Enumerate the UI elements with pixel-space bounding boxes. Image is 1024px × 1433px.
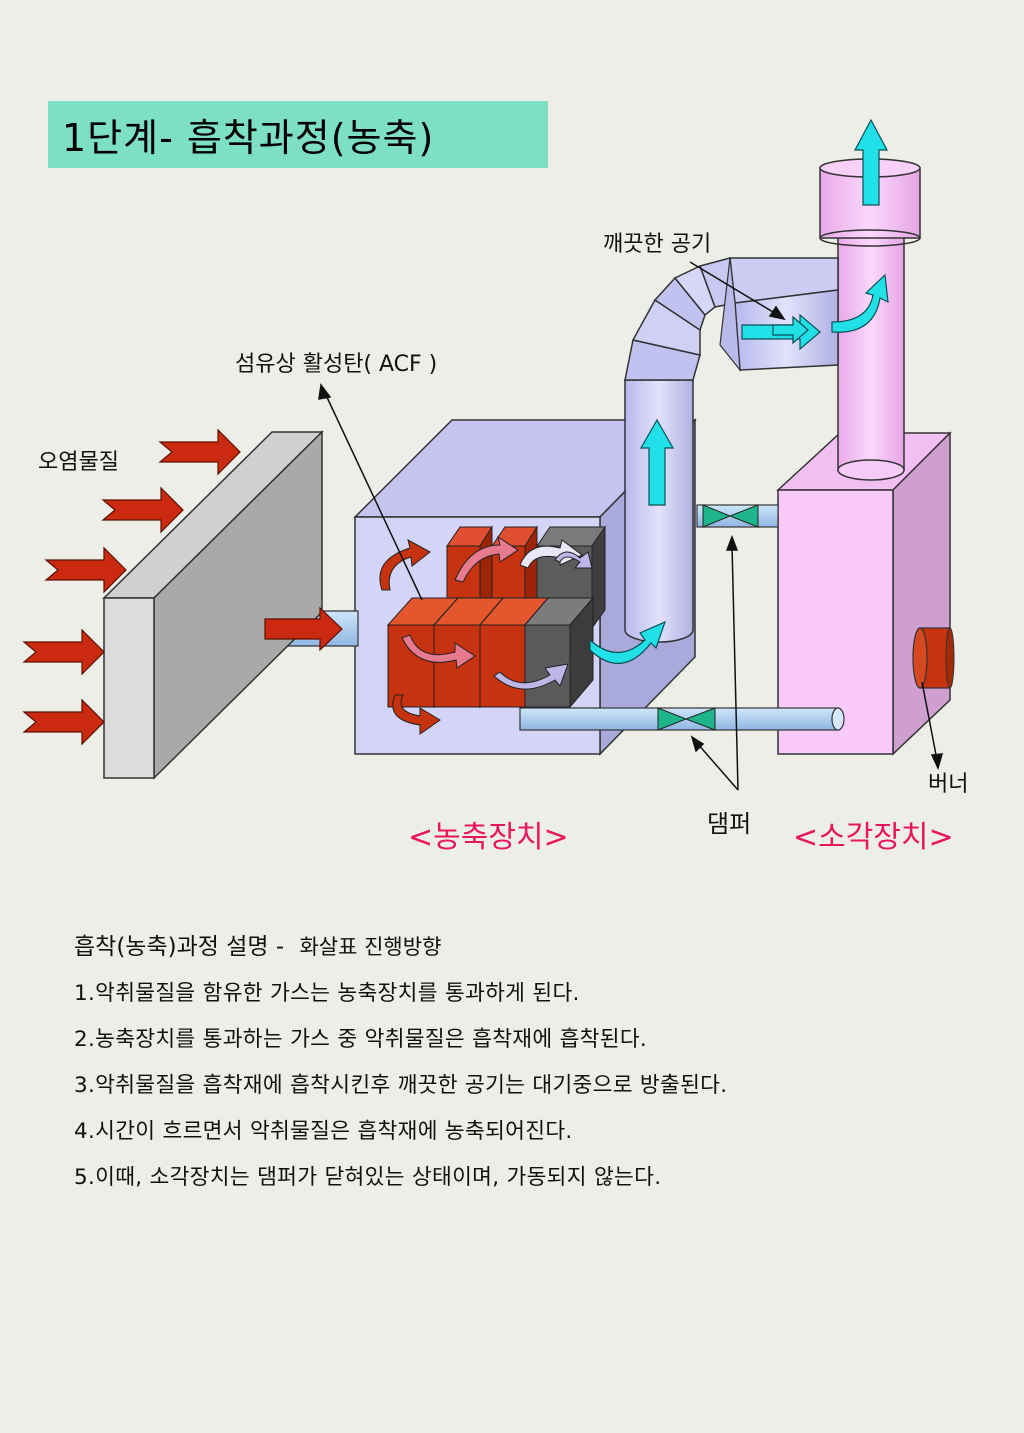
incinerator-label: <소각장치>	[793, 820, 954, 855]
pre-filter-panel	[102, 430, 324, 780]
description-step-4: 4.시간이 흐르면서 악취물질은 흡착재에 농축되어진다.	[74, 1119, 573, 1144]
flow-swirl-arrows	[379, 535, 593, 735]
concentrator-label: <농축장치>	[408, 820, 569, 855]
process-description: 흡착(농축)과정 설명 - 화살표 진행방향 1.악취물질을 함유한 가스는 농…	[74, 928, 974, 1204]
clean-air-label: 깨끗한 공기	[603, 232, 712, 257]
description-step-5: 5.이때, 소각장치는 댐퍼가 닫혀있는 상태이며, 가동되지 않는다.	[74, 1165, 662, 1190]
burner-label: 버너	[928, 772, 969, 797]
exhaust-stack	[819, 158, 921, 481]
lower-damper-pipe	[519, 707, 845, 731]
clean-air-arrows	[589, 118, 889, 664]
burner	[912, 627, 955, 689]
pollutant-arrows	[22, 428, 343, 746]
description-heading-sub: 화살표 진행방향	[299, 935, 442, 959]
diagram-graphic	[22, 118, 955, 791]
description-step-2: 2.농축장치를 통과하는 가스 중 악취물질은 흡착재에 흡착된다.	[74, 1027, 648, 1052]
adsorbent-blocks-front	[386, 596, 595, 709]
description-step-3: 3.악취물질을 흡착재에 흡착시킨후 깨끗한 공기는 대기중으로 방출된다.	[74, 1073, 728, 1098]
description-step-1: 1.악취물질을 함유한 가스는 농축장치를 통과하게 된다.	[74, 981, 580, 1006]
pollutant-label: 오염물질	[38, 450, 119, 475]
page-title: 1단계- 흡착과정(농축)	[48, 101, 548, 168]
description-heading: 흡착(농축)과정 설명 - 화살표 진행방향	[74, 928, 974, 974]
description-heading-text: 흡착(농축)과정 설명 -	[74, 934, 285, 960]
exhaust-duct	[624, 257, 839, 643]
upper-damper-pipe	[696, 504, 779, 528]
leader-lines	[318, 261, 944, 791]
damper-label: 댐퍼	[707, 810, 752, 838]
acf-label: 섬유상 활성탄( ACF )	[235, 352, 438, 377]
incinerator-unit	[776, 431, 952, 756]
